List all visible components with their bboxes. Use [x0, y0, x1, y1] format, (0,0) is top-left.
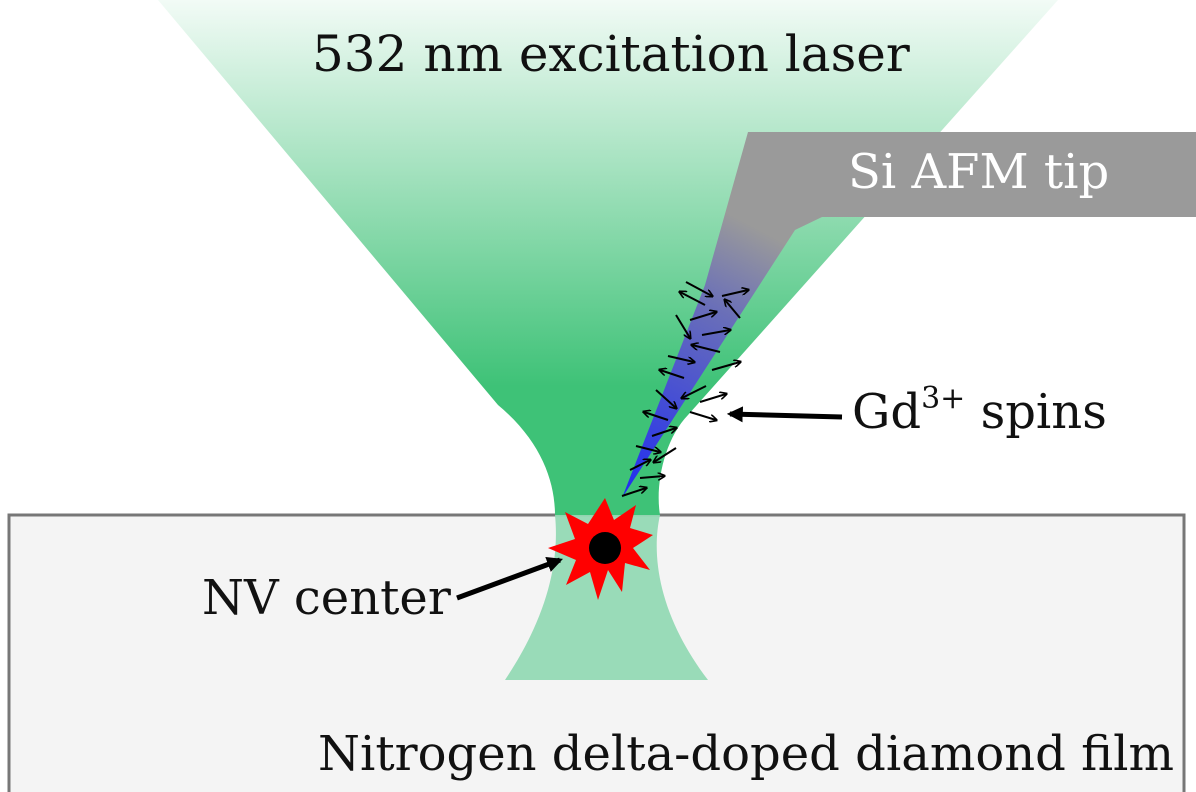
nv-pointer-arrow: [456, 556, 564, 601]
gd-spins: [621, 281, 748, 497]
nv-center-dot: [589, 532, 621, 564]
spins-label-superscript: 3+: [921, 381, 965, 416]
laser-beam-in-film: [505, 515, 708, 680]
spins-label-rest: spins: [965, 384, 1107, 440]
nv-label: NV center: [202, 570, 451, 626]
film-label: Nitrogen delta-doped diamond film: [318, 726, 1174, 782]
laser-beam: [158, 0, 1058, 515]
afm-tip: [622, 132, 1196, 498]
spins-label-base: Gd: [852, 384, 921, 440]
laser-label: 532 nm excitation laser: [312, 25, 910, 83]
spins-pointer-arrow: [726, 406, 843, 423]
tip-label: Si AFM tip: [848, 144, 1109, 200]
spins-label: Gd3+ spins: [852, 381, 1107, 440]
